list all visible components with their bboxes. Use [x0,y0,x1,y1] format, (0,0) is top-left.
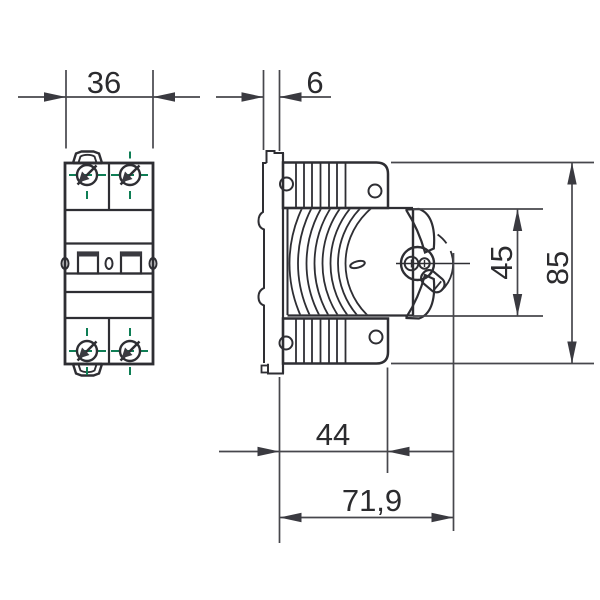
housing-ribs [295,163,347,363]
front-view [60,150,158,377]
rivet-hole [279,176,294,192]
handle-lower-blade [405,273,436,320]
terminal-screw-bottom-left [75,339,99,363]
handle-upper-blade [405,207,436,255]
rivet-hole [368,329,384,345]
dimension-45: 45 [413,208,543,317]
dimension-85: 85 [391,161,594,365]
handle-travel-arc [440,250,454,292]
din-clip-bottom-latch [267,363,284,375]
front-top-mounting-tab [71,150,104,164]
screw-centerlines [69,151,149,375]
rivet-hole [367,183,383,199]
dim-label-44: 44 [316,417,350,452]
toggle-mechanism-side [396,207,470,320]
dim-label-6: 6 [306,65,323,100]
dim-label-71-9: 71,9 [342,483,402,518]
dimension-36: 36 [18,65,200,149]
side-mid-section [283,206,415,317]
rivet-hole [278,335,294,351]
dim-label-36: 36 [87,65,121,100]
terminal-screw-top-right [118,163,142,187]
din-clip-top-hook [265,150,284,163]
mold-mark-oval [349,259,366,270]
dimension-44: 44 [219,367,453,543]
front-bottom-mounting-tab [71,363,104,377]
side-top-section [281,161,390,210]
terminal-screws [75,163,142,363]
dim-label-85: 85 [540,251,575,285]
din-clip-profile [257,162,267,363]
side-bottom-section [281,317,390,365]
terminal-screw-top-left [75,163,99,187]
toggle-handles-front [60,251,158,275]
terminal-screw-bottom-right [118,339,142,363]
side-view [257,150,470,375]
dim-label-45: 45 [484,245,519,279]
dimension-71-9: 71,9 [279,253,455,531]
dimension-6: 6 [216,65,331,151]
